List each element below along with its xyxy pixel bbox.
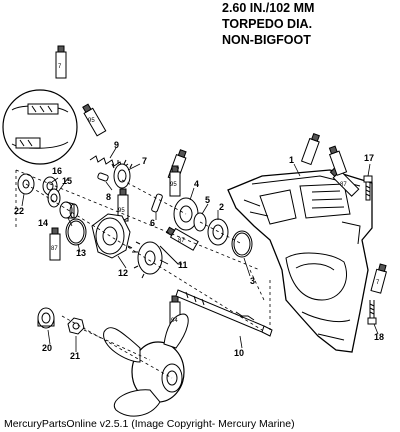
callout-2: 2 — [219, 202, 224, 212]
tube-tag-95c: 95 — [170, 182, 177, 188]
clutch-7[interactable] — [111, 159, 133, 189]
gear-11[interactable] — [132, 241, 182, 279]
tube-tag-94: 94 — [171, 318, 178, 324]
callout-10: 10 — [234, 348, 244, 358]
callout-4: 4 — [194, 179, 199, 189]
pin-6[interactable] — [151, 193, 163, 213]
callout-22: 21 — [70, 351, 80, 361]
tube-tag-87c: 87 — [340, 182, 347, 188]
tube-tag-7b: 7 — [176, 168, 180, 174]
tube-tag-7a: 7 — [58, 64, 62, 70]
lube-tube-87a — [49, 227, 61, 261]
callout-20: 20 — [42, 343, 52, 353]
tube-tag-95b: 95 — [118, 208, 125, 214]
bearing-2[interactable] — [207, 218, 229, 246]
copyright-footer: MercuryPartsOnline v2.5.1 (Image Copyrig… — [4, 418, 295, 430]
tube-tag-87b: 87 — [178, 238, 185, 244]
callout-12: 12 — [118, 268, 128, 278]
callout-9: 9 — [114, 140, 119, 150]
bearing-15[interactable] — [47, 188, 61, 208]
diagram-title: 2.60 IN./102 MM TORPEDO DIA. NON-BIGFOOT — [222, 0, 392, 48]
nut-20[interactable] — [37, 307, 55, 329]
lube-tube-7c — [300, 132, 320, 166]
callout-16: 16 — [52, 166, 62, 176]
lube-tube-7e — [370, 263, 387, 294]
leader-lines — [21, 147, 379, 352]
callout-5: 5 — [205, 195, 210, 205]
tube-tag-95a: 95 — [88, 118, 95, 124]
callout-14: 14 — [38, 218, 48, 228]
pin-8[interactable] — [97, 172, 109, 182]
callout-17: 17 — [364, 153, 374, 163]
detail-inset — [2, 89, 78, 165]
callout-11: 11 — [178, 260, 188, 270]
callout-18: 18 — [374, 332, 384, 342]
callout-8: 8 — [106, 192, 111, 202]
tube-tag-7c: 7 — [376, 280, 380, 286]
sleeve-14[interactable] — [59, 201, 79, 219]
lube-tube-95a — [82, 103, 107, 137]
propeller-shaft-10[interactable] — [175, 289, 273, 337]
callout-1: 1 — [289, 155, 294, 165]
lube-tube-7a — [55, 45, 67, 79]
ring-3[interactable] — [231, 230, 253, 258]
callout-21: 22 — [14, 206, 24, 216]
tube-tag-87a: 87 — [51, 246, 58, 252]
title-line-3: NON-BIGFOOT — [222, 33, 311, 47]
o-ring-13[interactable] — [65, 218, 87, 246]
lube-tube-95c — [169, 165, 181, 197]
lube-tube-7d — [328, 145, 348, 176]
gearcase-housing[interactable] — [227, 169, 373, 353]
callout-3: 3 — [250, 276, 255, 286]
nut-22[interactable] — [67, 317, 85, 335]
title-line-2: TORPEDO DIA. — [222, 17, 313, 31]
callout-13: 13 — [76, 248, 86, 258]
propeller[interactable] — [103, 313, 189, 417]
callout-6: 6 — [150, 218, 155, 228]
alignment-lines — [15, 169, 271, 379]
bearing-carrier-12[interactable] — [91, 213, 133, 259]
callout-7: 7 — [142, 156, 147, 166]
bolt-18[interactable] — [367, 300, 377, 325]
callout-15: 15 — [62, 176, 72, 186]
title-line-1: 2.60 IN./102 MM — [222, 1, 315, 15]
